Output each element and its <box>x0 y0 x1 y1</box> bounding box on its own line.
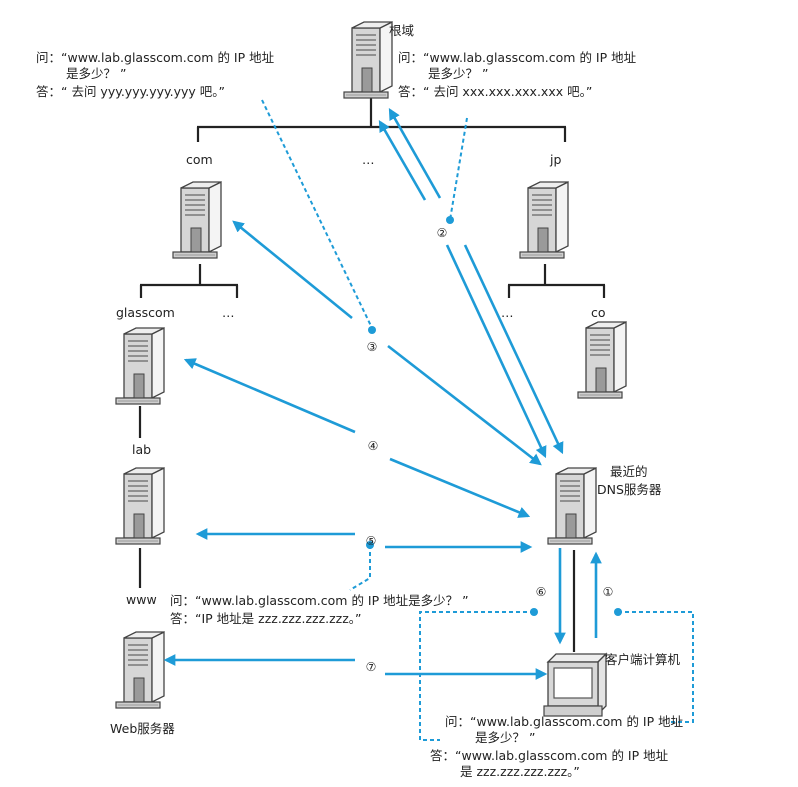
root-server-icon <box>343 21 393 99</box>
callout-anchor-dots <box>366 216 622 616</box>
note-com-question-line1: 问：“www.lab.glasscom.com 的 IP 地址 <box>36 50 275 65</box>
note-com-referral: 问：“www.lab.glasscom.com 的 IP 地址 是多少？ ” 答… <box>36 50 275 99</box>
root-more-label: … <box>362 152 375 167</box>
com-domain-label: com <box>186 152 213 167</box>
root-domain-label: 根域 <box>389 23 414 38</box>
lab-domain-label: lab <box>132 442 151 457</box>
query-arrows <box>163 107 602 680</box>
dns-server-icon <box>547 467 597 545</box>
web-server-label: Web服务器 <box>110 721 175 736</box>
note-client-answer-line1: 答：“www.lab.glasscom.com 的 IP 地址 <box>430 748 669 763</box>
com-more-label: … <box>222 305 235 320</box>
step-5-label: ⑤ <box>366 534 377 548</box>
note-lab-question: 问：“www.lab.glasscom.com 的 IP 地址是多少？ ” <box>170 593 469 608</box>
jp-server-icon <box>519 181 569 259</box>
web-server-icon <box>115 631 165 709</box>
note-com-answer: 答：“ 去问 yyy.yyy.yyy.yyy 吧。” <box>36 84 225 99</box>
domain-tree-lines <box>138 90 606 652</box>
note-root-question-line2: 是多少？ ” <box>428 66 488 81</box>
note-root-answer: 答：“ 去问 xxx.xxx.xxx.xxx 吧。” <box>398 84 592 99</box>
step-1-label: ① <box>603 585 614 599</box>
note-lab-answer-text: 答：“IP 地址是 zzz.zzz.zzz.zzz。” <box>170 611 362 626</box>
jp-more-label: … <box>501 305 514 320</box>
step-7-label: ⑦ <box>366 660 377 674</box>
step-6-label: ⑥ <box>536 585 547 599</box>
co-domain-label: co <box>591 305 606 320</box>
dns-server-label-line1: 最近的 <box>610 464 648 479</box>
note-client-exchange: 问：“www.lab.glasscom.com 的 IP 地址 是多少？ ” 答… <box>430 714 684 779</box>
note-client-question-line1: 问：“www.lab.glasscom.com 的 IP 地址 <box>445 714 684 729</box>
note-root-question-line1: 问：“www.lab.glasscom.com 的 IP 地址 <box>398 50 637 65</box>
dns-server-label-line2: DNS服务器 <box>597 482 662 497</box>
jp-domain-label: jp <box>549 152 561 167</box>
note-lab-answer: 问：“www.lab.glasscom.com 的 IP 地址是多少？ ” 答：… <box>170 593 469 626</box>
co-server-icon <box>577 321 627 399</box>
step-4-label: ④ <box>368 439 379 453</box>
client-computer-icon <box>543 653 607 717</box>
step-3-label: ③ <box>367 340 378 354</box>
note-com-question-line2: 是多少？ ” <box>66 66 126 81</box>
glasscom-domain-label: glasscom <box>116 305 175 320</box>
client-computer-label: 客户端计算机 <box>605 652 681 667</box>
glasscom-server-icon <box>115 327 165 405</box>
com-server-icon <box>172 181 222 259</box>
step-2-label: ② <box>437 226 448 240</box>
note-root-referral: 问：“www.lab.glasscom.com 的 IP 地址 是多少？ ” 答… <box>398 50 637 99</box>
note-client-answer-line2: 是 zzz.zzz.zzz.zzz。” <box>460 764 580 779</box>
lab-server-icon <box>115 467 165 545</box>
www-host-label: www <box>126 592 157 607</box>
note-client-question-line2: 是多少？ ” <box>475 730 535 745</box>
callout-dotted-lines <box>261 99 694 741</box>
